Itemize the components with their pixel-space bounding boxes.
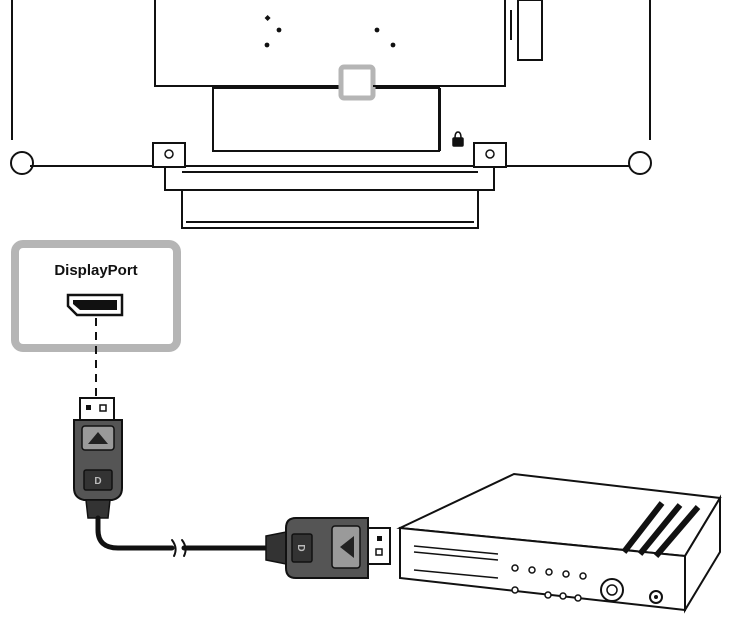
source-device	[396, 472, 722, 614]
screw-icon	[164, 149, 495, 159]
svg-text:D: D	[94, 476, 101, 487]
port-label: DisplayPort	[54, 262, 138, 279]
monitor-rear	[10, 0, 652, 175]
port-location-highlight	[338, 64, 376, 101]
displayport-connector-vertical: D	[73, 397, 123, 519]
lock-icon	[452, 131, 464, 147]
displayport-connector-horizontal: D	[265, 517, 391, 579]
stand-base	[152, 142, 507, 229]
displayport-icon	[66, 293, 124, 317]
vesa-screw-holes	[264, 15, 396, 48]
svg-text:D: D	[295, 544, 306, 551]
displayport-cable	[95, 515, 271, 557]
